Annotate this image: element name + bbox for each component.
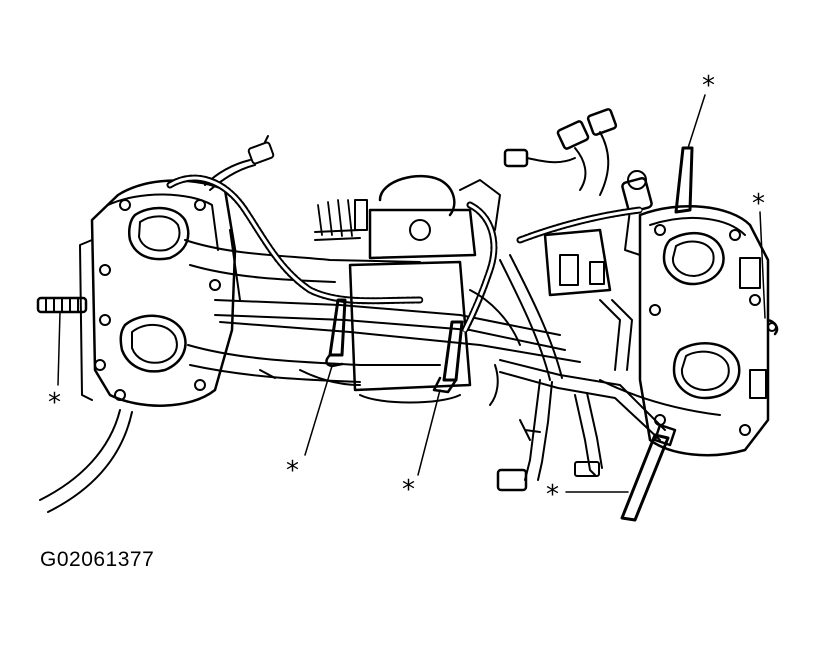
callout-left-bolt: * xyxy=(48,388,61,418)
lower-left-hose xyxy=(39,409,133,513)
callout-center-left-clamp: * xyxy=(286,456,299,486)
throttle-body xyxy=(314,174,501,404)
right-harness xyxy=(461,201,644,381)
callout-right-bolt: * xyxy=(752,189,765,219)
figure-id-label: G02061377 xyxy=(40,548,155,571)
callout-center-right-clamp: * xyxy=(402,475,415,505)
top-left-connector xyxy=(204,135,275,191)
center-detail xyxy=(229,229,633,441)
right-manifold xyxy=(638,205,779,457)
lower-hoses xyxy=(489,359,721,492)
callout-right-lower-clamp: * xyxy=(546,480,559,510)
lower-right-clamp xyxy=(565,423,677,522)
left-bolt xyxy=(36,296,88,386)
upper-right-connectors xyxy=(503,108,653,297)
callout-top-right-clamp: * xyxy=(702,71,715,101)
left-harness xyxy=(166,174,424,305)
left-manifold xyxy=(79,179,581,407)
top-right-clamp xyxy=(674,94,706,214)
